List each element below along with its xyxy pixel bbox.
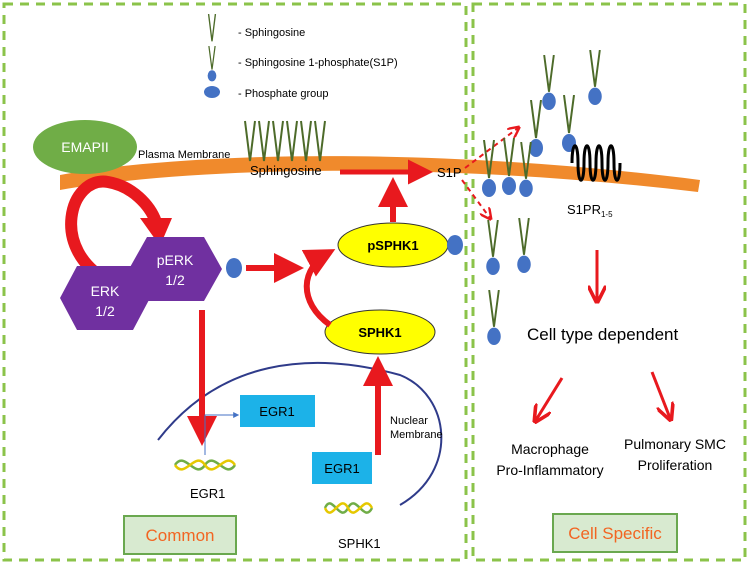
pulmonary-smc-label: Pulmonary SMC (624, 436, 726, 452)
s1p-release-arrow (461, 179, 490, 218)
egr1-factor-box (312, 452, 372, 484)
erk-node (60, 266, 150, 330)
emapii-node (33, 120, 137, 174)
perk-label: pERK (157, 252, 194, 268)
perk-phosphate (226, 258, 242, 278)
s1p-molecules (481, 50, 603, 346)
cell-type-dependent-label: Cell type dependent (527, 325, 679, 344)
proliferation-label: Proliferation (638, 457, 713, 473)
sphk1-gene-strand-b (323, 502, 374, 514)
macrophage-label: Macrophage (511, 441, 589, 457)
psphk1-phosphate (447, 235, 463, 255)
cell-specific-panel-border (471, 2, 747, 562)
erk-phosphorylation-arrow (65, 175, 162, 288)
nuclear-membrane (157, 361, 443, 506)
sphk1-label: SPHK1 (358, 325, 401, 340)
legend-sphingosine-label: - Sphingosine (238, 27, 305, 39)
s1pr-label: S1PR1-5 (567, 202, 613, 219)
phosphate-legend-icon (204, 86, 220, 98)
sphk1-node (324, 309, 436, 355)
erk-arrowhead (140, 218, 172, 246)
sphk1-activation-arrow (301, 249, 336, 328)
egr1-gene-label: EGR1 (190, 486, 225, 501)
s1p-legend-icon (206, 46, 218, 82)
egr1-transcription-arrow (204, 412, 240, 455)
legend: - Sphingosine - Sphingosine 1-phosphate(… (204, 14, 398, 100)
s1p-outward-arrow (464, 128, 518, 169)
legend-phosphate-label: - Phosphate group (238, 88, 329, 100)
s1p-label: S1P (437, 165, 462, 180)
s1pr-receptor (570, 144, 622, 182)
common-badge-label: Common (146, 526, 215, 545)
nuclear-label: Nuclear (390, 415, 428, 427)
psphk1-label: pSPHK1 (367, 238, 418, 253)
emapii-label: EMAPII (61, 139, 108, 155)
pro-inflammatory-label: Pro-Inflammatory (496, 462, 603, 478)
sphingosine-label: Sphingosine (250, 163, 322, 178)
egr1-protein-label: EGR1 (259, 404, 294, 419)
cell-specific-badge-label: Cell Specific (568, 524, 662, 543)
egr1-gene-strand-b (173, 459, 237, 471)
legend-s1p-label: - Sphingosine 1-phosphate(S1P) (238, 57, 398, 69)
sphingosine-cluster (243, 120, 327, 163)
perk-node (129, 237, 222, 301)
plasma-membrane-label: Plasma Membrane (138, 149, 230, 161)
erk-sub-label: 1/2 (95, 303, 115, 319)
sphk1-gene-label: SPHK1 (338, 536, 381, 551)
common-panel-border (2, 2, 468, 562)
perk-sub-label: 1/2 (165, 272, 185, 288)
common-badge (123, 515, 237, 555)
cell-specific-badge (552, 513, 678, 553)
to-macrophage-arrow (536, 377, 564, 420)
sphingosine-legend-icon (207, 14, 217, 43)
egr1-protein-box (240, 395, 315, 427)
egr1-factor-label: EGR1 (324, 461, 359, 476)
erk-label: ERK (91, 283, 120, 299)
plasma-membrane (60, 156, 700, 192)
membrane-label: Membrane (390, 429, 443, 441)
to-pulmonary-arrow (650, 371, 670, 418)
